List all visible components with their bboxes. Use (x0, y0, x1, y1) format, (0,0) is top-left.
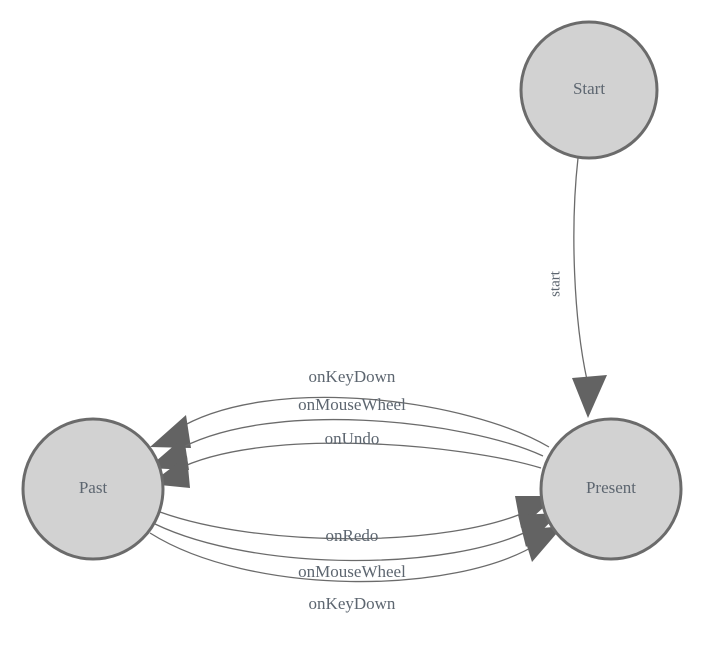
edge-present-to-past-onkeydown-path (175, 396, 550, 448)
arrowhead-present-to-past-onkeydown (150, 415, 191, 448)
edge-past-to-present-onkeydown[interactable]: onKeyDown (149, 526, 563, 613)
state-node-present-label: Present (586, 478, 636, 497)
state-node-past-label: Past (79, 478, 108, 497)
edge-label-past-to-present-onmousewheel: onMouseWheel (298, 562, 406, 581)
arrowhead-past-to-present-onkeydown (522, 526, 563, 562)
edge-present-to-past-onkeydown[interactable]: onKeyDown (150, 367, 550, 448)
edge-label-past-to-present-onredo: onRedo (326, 526, 379, 545)
edge-present-to-past-onundo-path (175, 442, 542, 471)
edge-start-to-present[interactable]: start (547, 157, 607, 418)
state-node-start-circle (519, 20, 659, 160)
arrowhead-start-to-present (572, 375, 607, 418)
edge-past-to-present-onredo[interactable]: onRedo (159, 496, 556, 545)
state-node-present-circle (539, 417, 683, 561)
state-node-past[interactable]: Past (21, 417, 165, 561)
edge-label-present-to-past-onmousewheel: onMouseWheel (298, 395, 406, 414)
edge-present-to-past-onmousewheel-path (173, 418, 544, 457)
edge-label-past-to-present-onkeydown: onKeyDown (309, 594, 396, 613)
edge-start-to-present-path (573, 157, 588, 381)
state-node-start-label: Start (573, 79, 605, 98)
edge-past-to-present-onmousewheel[interactable]: onMouseWheel (154, 513, 559, 581)
edge-label-present-to-past-onkeydown: onKeyDown (309, 367, 396, 386)
edge-past-to-present-onmousewheel-path (154, 523, 535, 562)
edge-past-to-present-onkeydown-path (149, 532, 540, 583)
state-node-start[interactable]: Start (519, 20, 659, 160)
edge-present-to-past-onundo[interactable]: onUndo (150, 429, 542, 488)
edge-label-start: start (547, 270, 563, 297)
state-node-present[interactable]: Present (539, 417, 683, 561)
edge-past-to-present-onredo-path (159, 509, 531, 540)
edge-label-present-to-past-onundo: onUndo (325, 429, 380, 448)
state-node-past-circle (21, 417, 165, 561)
